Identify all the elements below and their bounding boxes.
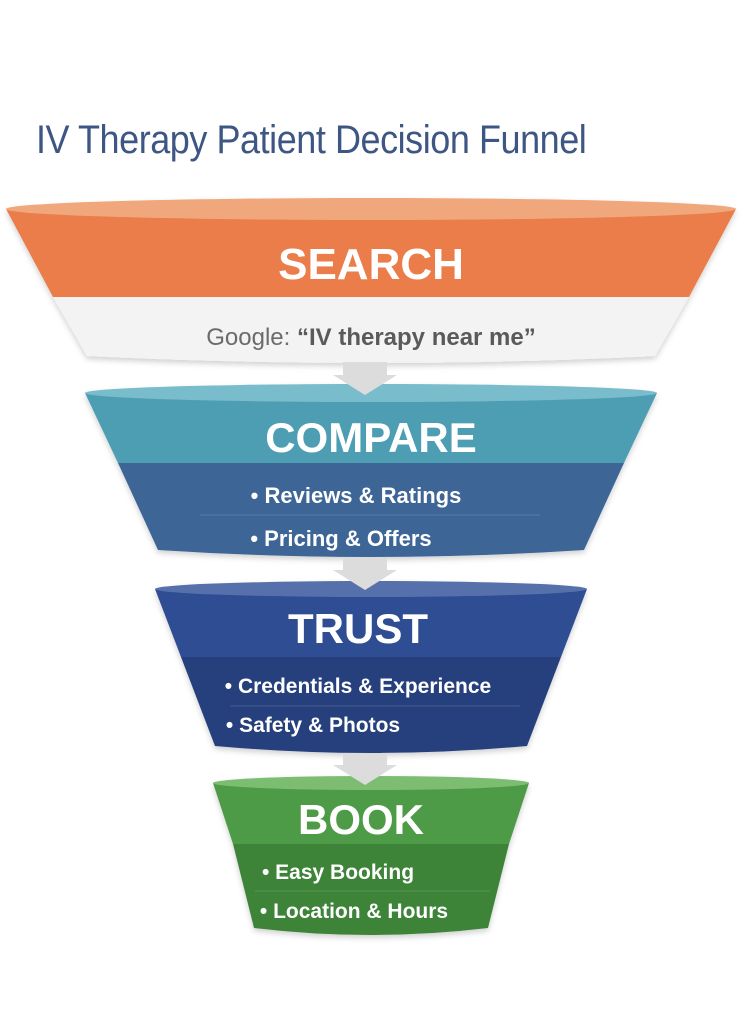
stage-book xyxy=(213,776,529,935)
search-top-band xyxy=(6,209,736,297)
search-title: SEARCH xyxy=(278,240,464,289)
search-subtitle: Google: “IV therapy near me” xyxy=(206,324,536,351)
down-arrow-icon xyxy=(333,754,397,785)
trust-title: TRUST xyxy=(288,605,428,652)
book-title: BOOK xyxy=(298,796,424,843)
compare-item: • Pricing & Offers xyxy=(250,526,431,551)
trust-item: • Safety & Photos xyxy=(226,714,400,737)
stage-compare xyxy=(85,384,657,557)
book-rim xyxy=(213,776,529,790)
stage-search xyxy=(6,198,736,363)
search-subtitle-prefix: Google: xyxy=(206,324,297,351)
down-arrow-icon xyxy=(333,362,397,395)
trust-top-band xyxy=(155,589,587,657)
book-sub-band xyxy=(233,844,509,935)
stage-trust xyxy=(155,581,587,753)
search-rim xyxy=(6,198,736,220)
compare-item: • Reviews & Ratings xyxy=(251,483,462,508)
trust-item: • Credentials & Experience xyxy=(225,675,491,698)
compare-sub-band xyxy=(118,463,624,557)
compare-title: COMPARE xyxy=(265,414,477,461)
page-title: IV Therapy Patient Decision Funnel xyxy=(36,118,587,162)
compare-top-band xyxy=(85,393,657,463)
book-top-band xyxy=(213,783,529,844)
book-item: • Location & Hours xyxy=(260,900,448,923)
down-arrow-icon xyxy=(333,558,397,590)
book-item: • Easy Booking xyxy=(262,861,414,884)
search-sub-band xyxy=(53,297,689,363)
trust-rim xyxy=(155,581,587,597)
compare-rim xyxy=(85,384,657,402)
search-subtitle-query: “IV therapy near me” xyxy=(297,324,536,351)
trust-sub-band xyxy=(181,657,561,753)
